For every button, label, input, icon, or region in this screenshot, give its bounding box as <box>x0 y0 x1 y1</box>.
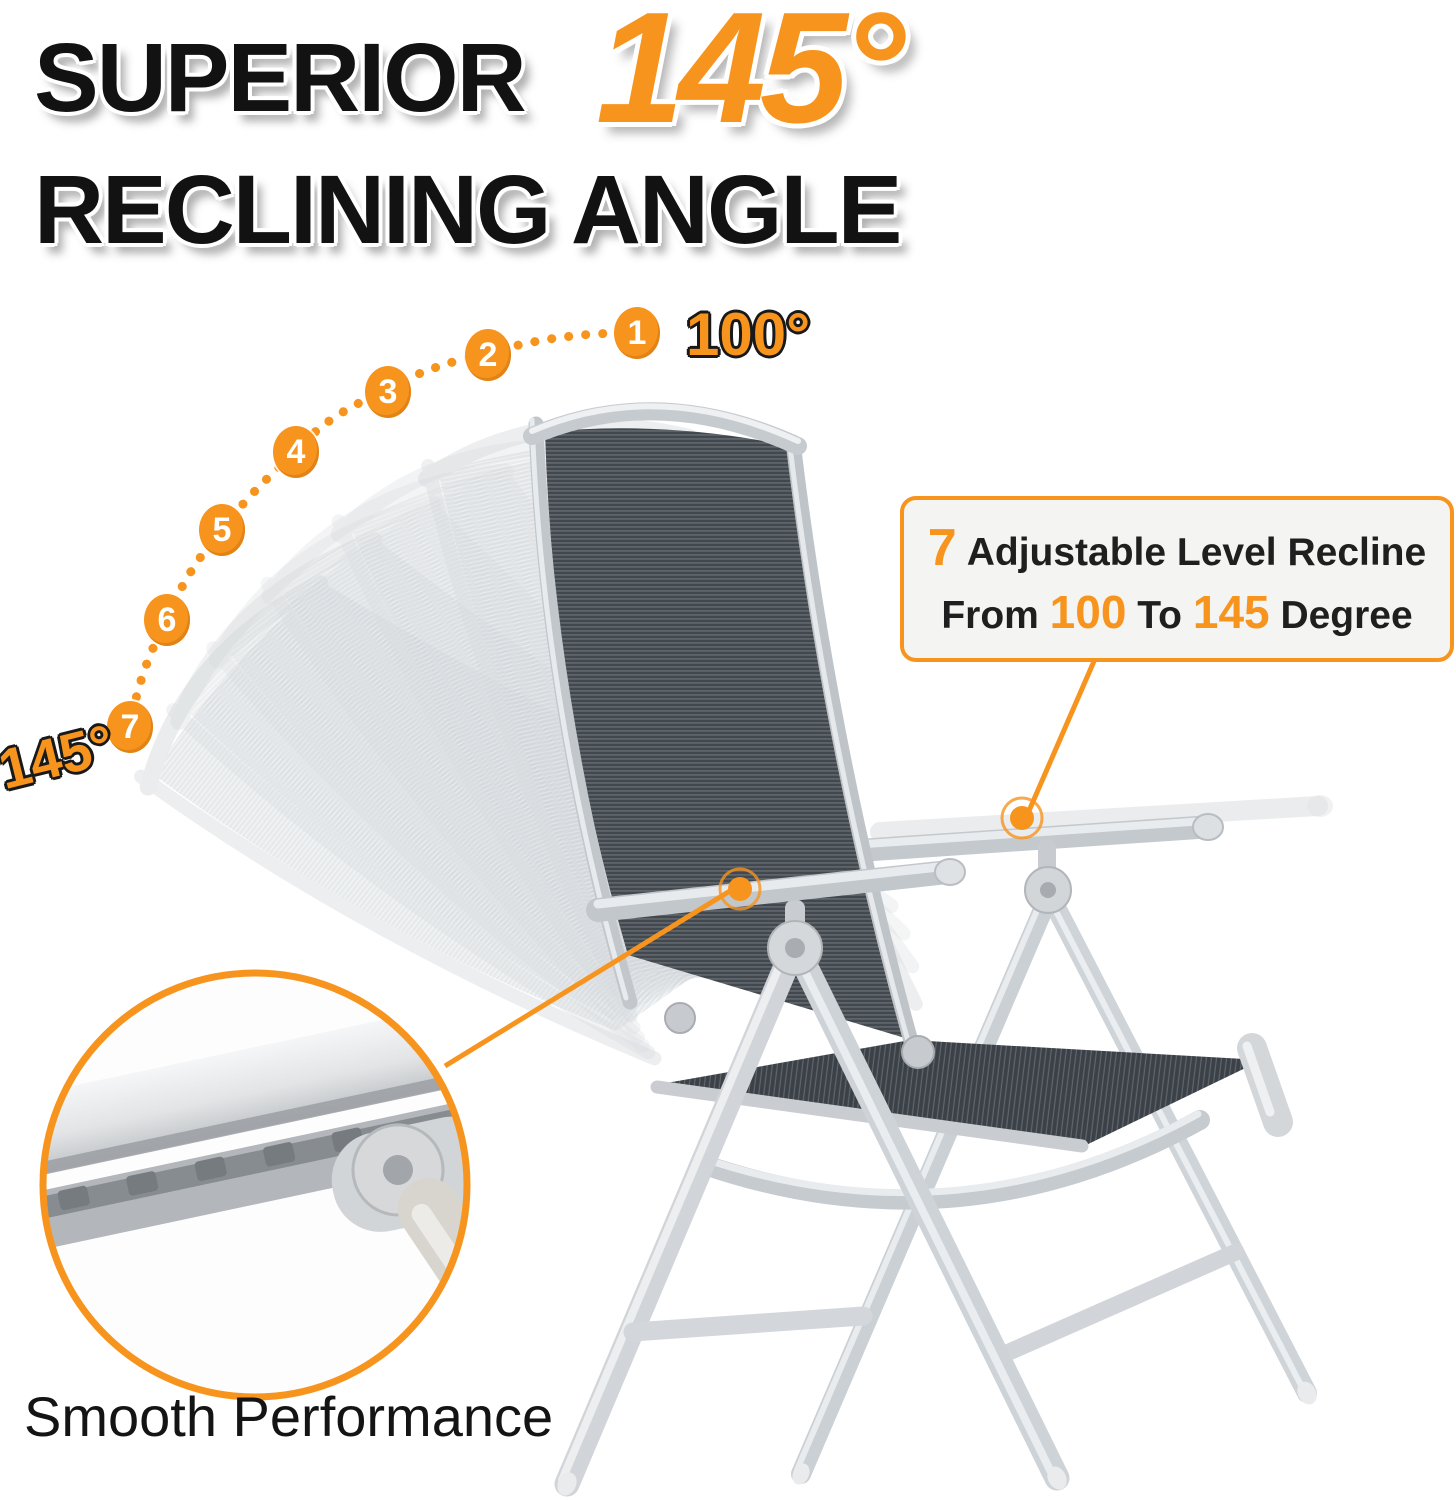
recline-level-number: 6 <box>157 600 177 639</box>
adjustment-point-icon <box>718 867 762 911</box>
recline-level-number: 3 <box>378 372 398 411</box>
near-armrest <box>586 858 966 922</box>
seat-hinge-near <box>664 1002 696 1034</box>
start-angle-label: 100° <box>686 301 811 368</box>
title-line1-orange: 145° <box>596 0 905 156</box>
recline-level-number: 4 <box>286 432 306 471</box>
adjustment-point-icon <box>1000 796 1044 840</box>
callout-leader-line <box>1022 651 1101 821</box>
recline-level-marker-2: 2 <box>465 329 511 381</box>
recline-level-number: 2 <box>478 335 498 374</box>
recline-level-number: 1 <box>627 313 647 352</box>
callout-from-word: From <box>941 593 1039 637</box>
recline-level-marker-3: 3 <box>365 366 411 418</box>
callout-number: 7 <box>927 519 957 578</box>
recline-level-marker-5: 5 <box>199 504 245 556</box>
magnifier-leader-line <box>443 883 740 1069</box>
recline-level-marker-6: 6 <box>144 594 190 646</box>
far-armrest-pivot-knob <box>1024 866 1072 914</box>
callout-to-value: 145 <box>1192 585 1270 638</box>
near-legs <box>554 932 1070 1497</box>
recline-level-marker-1: 1 <box>614 307 660 359</box>
callout-degree-word: Degree <box>1280 593 1413 637</box>
recline-level-number: 7 <box>120 707 140 746</box>
title-line2: RECLINING ANGLE <box>34 155 902 264</box>
callout-from-value: 100 <box>1049 585 1127 638</box>
recline-level-marker-4: 4 <box>273 426 319 478</box>
title-line1-black: SUPERIOR <box>34 23 527 132</box>
callout-line2: From 100 To 145 Degree <box>941 583 1412 643</box>
near-armrest-pivot-knob <box>767 900 823 976</box>
caption-smooth-performance: Smooth Performance <box>24 1385 554 1448</box>
seat-hinge-far <box>901 1035 935 1069</box>
magnifier-circle <box>39 969 471 1401</box>
recline-level-number: 5 <box>212 510 232 549</box>
callout-to-word: To <box>1137 593 1183 637</box>
recline-level-marker-7: 7 <box>107 701 153 753</box>
callout-line1-text: Adjustable Level Recline <box>966 531 1427 575</box>
